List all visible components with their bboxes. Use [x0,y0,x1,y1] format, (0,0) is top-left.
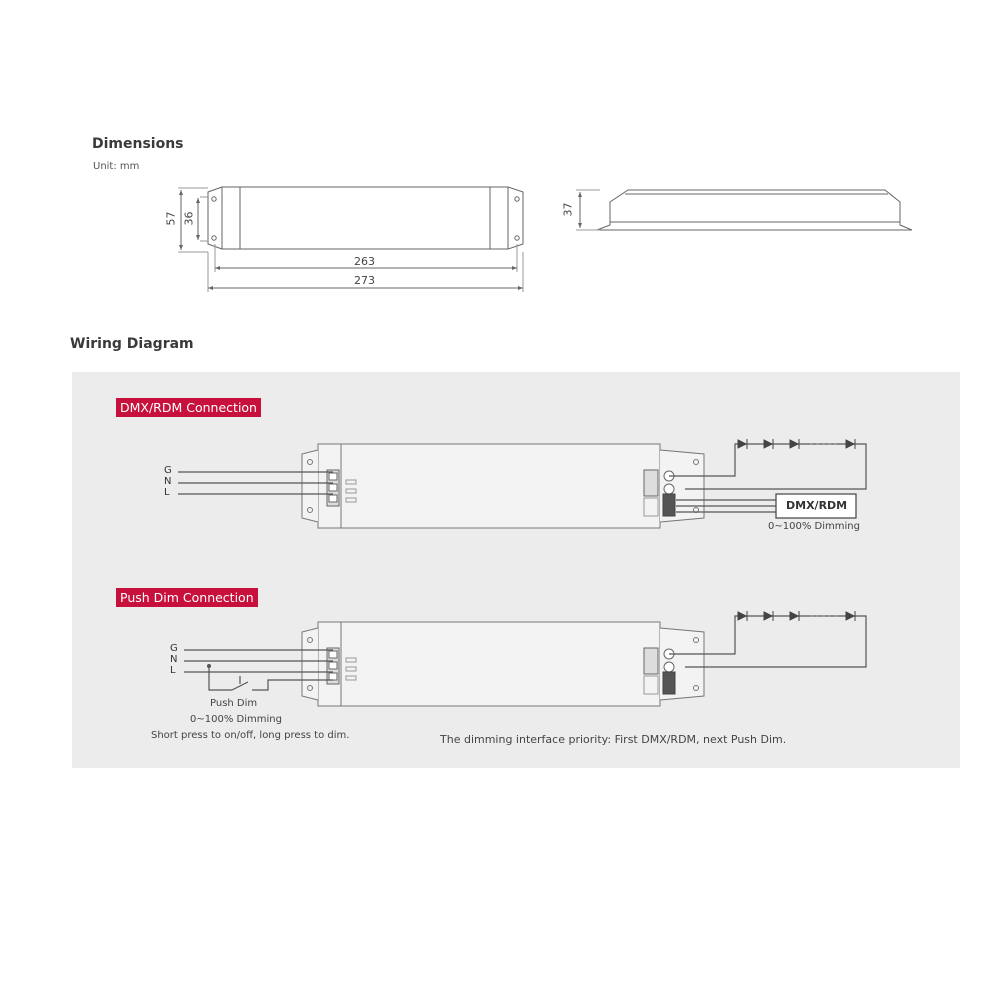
wiring-title: Wiring Diagram [70,336,194,352]
priority-note: The dimming interface priority: First DM… [440,733,787,746]
dmx-label-g: G [164,465,172,476]
dmx-led-icons [737,439,856,449]
dimensions-title: Dimensions [92,136,184,152]
dmx-controller-label: DMX/RDM [786,499,848,512]
push-label-g: G [170,643,178,654]
dmx-label-l: L [164,487,170,498]
dmx-driver-unit [301,443,705,529]
push-led-icons [737,611,856,621]
side-view [576,189,913,231]
push-label-l: L [170,665,176,676]
push-label-n: N [170,654,178,665]
push-dimming-caption: 0~100% Dimming [190,714,282,725]
unit-label: Unit: mm [93,161,140,172]
push-led-loop [669,615,867,668]
push-dim-label: Push Dim [210,698,258,709]
dmx-connection-tag: DMX/RDM Connection [116,398,261,417]
dmx-controller-box [775,493,857,519]
dmx-dimming-caption: 0~100% Dimming [768,521,860,532]
dim-label-273: 273 [354,274,375,287]
push-dim-connection-tag: Push Dim Connection [116,588,258,607]
dimension-arrows [179,190,523,290]
push-wire-labels: G N L [170,643,178,676]
dmx-wire-labels: G N L [164,465,172,498]
push-driver-unit [301,621,705,707]
top-view [178,186,524,292]
dmx-led-loop [669,443,867,490]
dmx-label-n: N [164,476,172,487]
dim-label-263: 263 [354,255,375,268]
push-note: Short press to on/off, long press to dim… [151,730,350,741]
push-switch-wire [208,666,232,691]
dimensions-drawing [178,186,913,292]
